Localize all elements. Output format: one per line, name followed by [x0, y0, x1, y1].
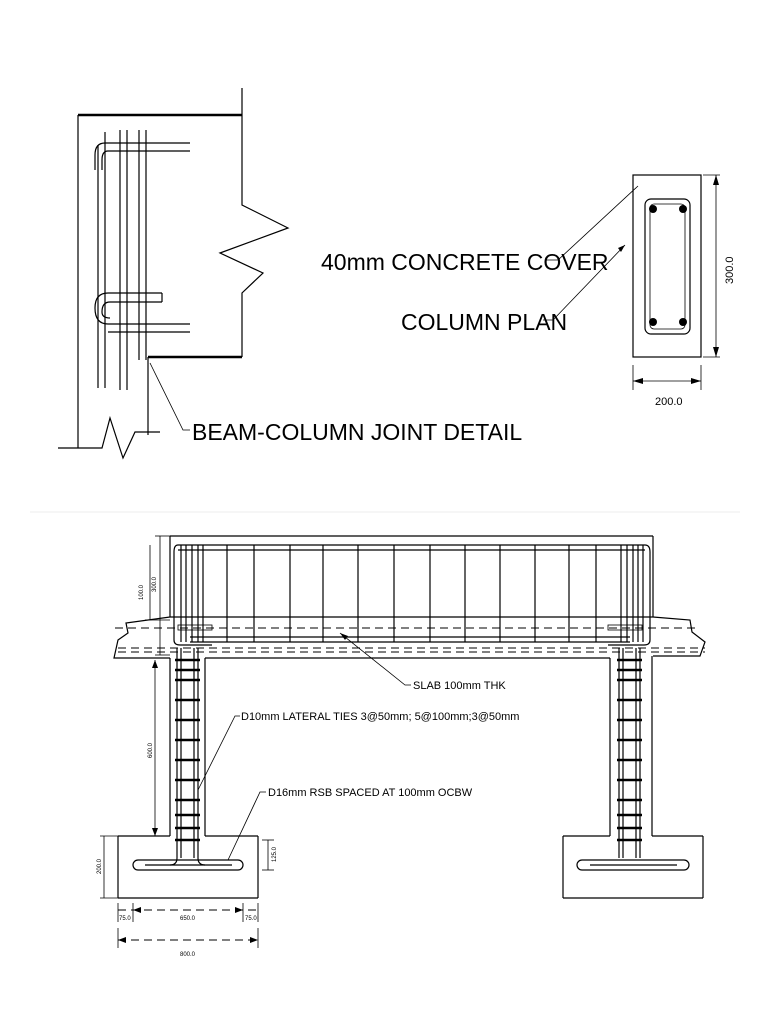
frame-elevation	[113, 535, 706, 899]
plan-height-dimension: 300.0	[724, 256, 736, 284]
joint-detail-label: BEAM-COLUMN JOINT DETAIL	[192, 419, 522, 445]
dim-300: 300.0	[152, 576, 158, 592]
lateral-ties-label: D10mm LATERAL TIES 3@50mm; 5@100mm;3@50m…	[241, 711, 519, 723]
dim-650: 650.0	[180, 916, 196, 922]
dim-75-left: 75.0	[119, 916, 131, 922]
dim-125: 125.0	[272, 846, 278, 862]
beam-column-joint-detail	[58, 88, 290, 460]
slab-label: SLAB 100mm THK	[413, 680, 506, 692]
plan-width-dimension: 200.0	[655, 396, 683, 408]
concrete-cover-label: 40mm CONCRETE COVER	[321, 249, 609, 275]
bottom-dimensions	[100, 535, 274, 948]
column-plan	[632, 174, 720, 390]
column-plan-label: COLUMN PLAN	[401, 309, 567, 335]
dim-100: 100.0	[139, 584, 145, 600]
dim-200: 200.0	[97, 858, 103, 874]
rsb-label: D16mm RSB SPACED AT 100mm OCBW	[268, 787, 473, 799]
dim-600: 600.0	[148, 742, 154, 758]
dim-75-right: 75.0	[245, 916, 257, 922]
dim-800: 800.0	[180, 952, 196, 958]
